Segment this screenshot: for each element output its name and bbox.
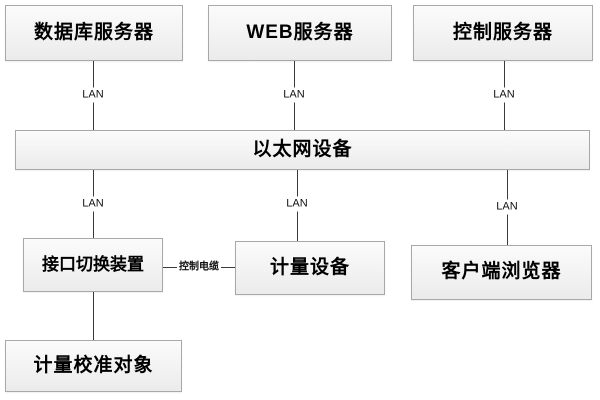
edge-label-web-ethernet: LAN bbox=[280, 87, 308, 103]
node-interface-switching-device[interactable]: 接口切换装置 bbox=[23, 238, 163, 292]
node-label: 数据库服务器 bbox=[33, 21, 154, 43]
node-label: 客户端浏览器 bbox=[441, 261, 562, 283]
node-ethernet-device[interactable]: 以太网设备 bbox=[15, 130, 590, 170]
node-client-browser[interactable]: 客户端浏览器 bbox=[411, 245, 592, 300]
node-label: 计量设备 bbox=[269, 256, 350, 278]
node-label: 计量校准对象 bbox=[33, 354, 154, 376]
edge-label-control-cable: 控制电缆 bbox=[177, 260, 221, 274]
edge-label-control-ethernet: LAN bbox=[490, 87, 518, 103]
node-label: 以太网设备 bbox=[252, 138, 353, 160]
node-control-server[interactable]: 控制服务器 bbox=[413, 5, 593, 61]
node-calibration-object[interactable]: 计量校准对象 bbox=[5, 340, 182, 392]
edge-label-db-ethernet: LAN bbox=[79, 87, 107, 103]
node-web-server[interactable]: WEB服务器 bbox=[208, 5, 392, 61]
edge-label-ethernet-browser: LAN bbox=[493, 199, 521, 215]
node-label: WEB服务器 bbox=[246, 21, 354, 43]
edge-label-ethernet-meter: LAN bbox=[283, 196, 311, 212]
node-metering-equipment[interactable]: 计量设备 bbox=[235, 241, 385, 295]
node-database-server[interactable]: 数据库服务器 bbox=[5, 5, 183, 61]
node-label: 接口切换装置 bbox=[42, 254, 144, 274]
node-label: 控制服务器 bbox=[452, 21, 553, 43]
edge-label-ethernet-switch: LAN bbox=[79, 196, 107, 212]
connector-switch-calobject bbox=[93, 292, 94, 340]
